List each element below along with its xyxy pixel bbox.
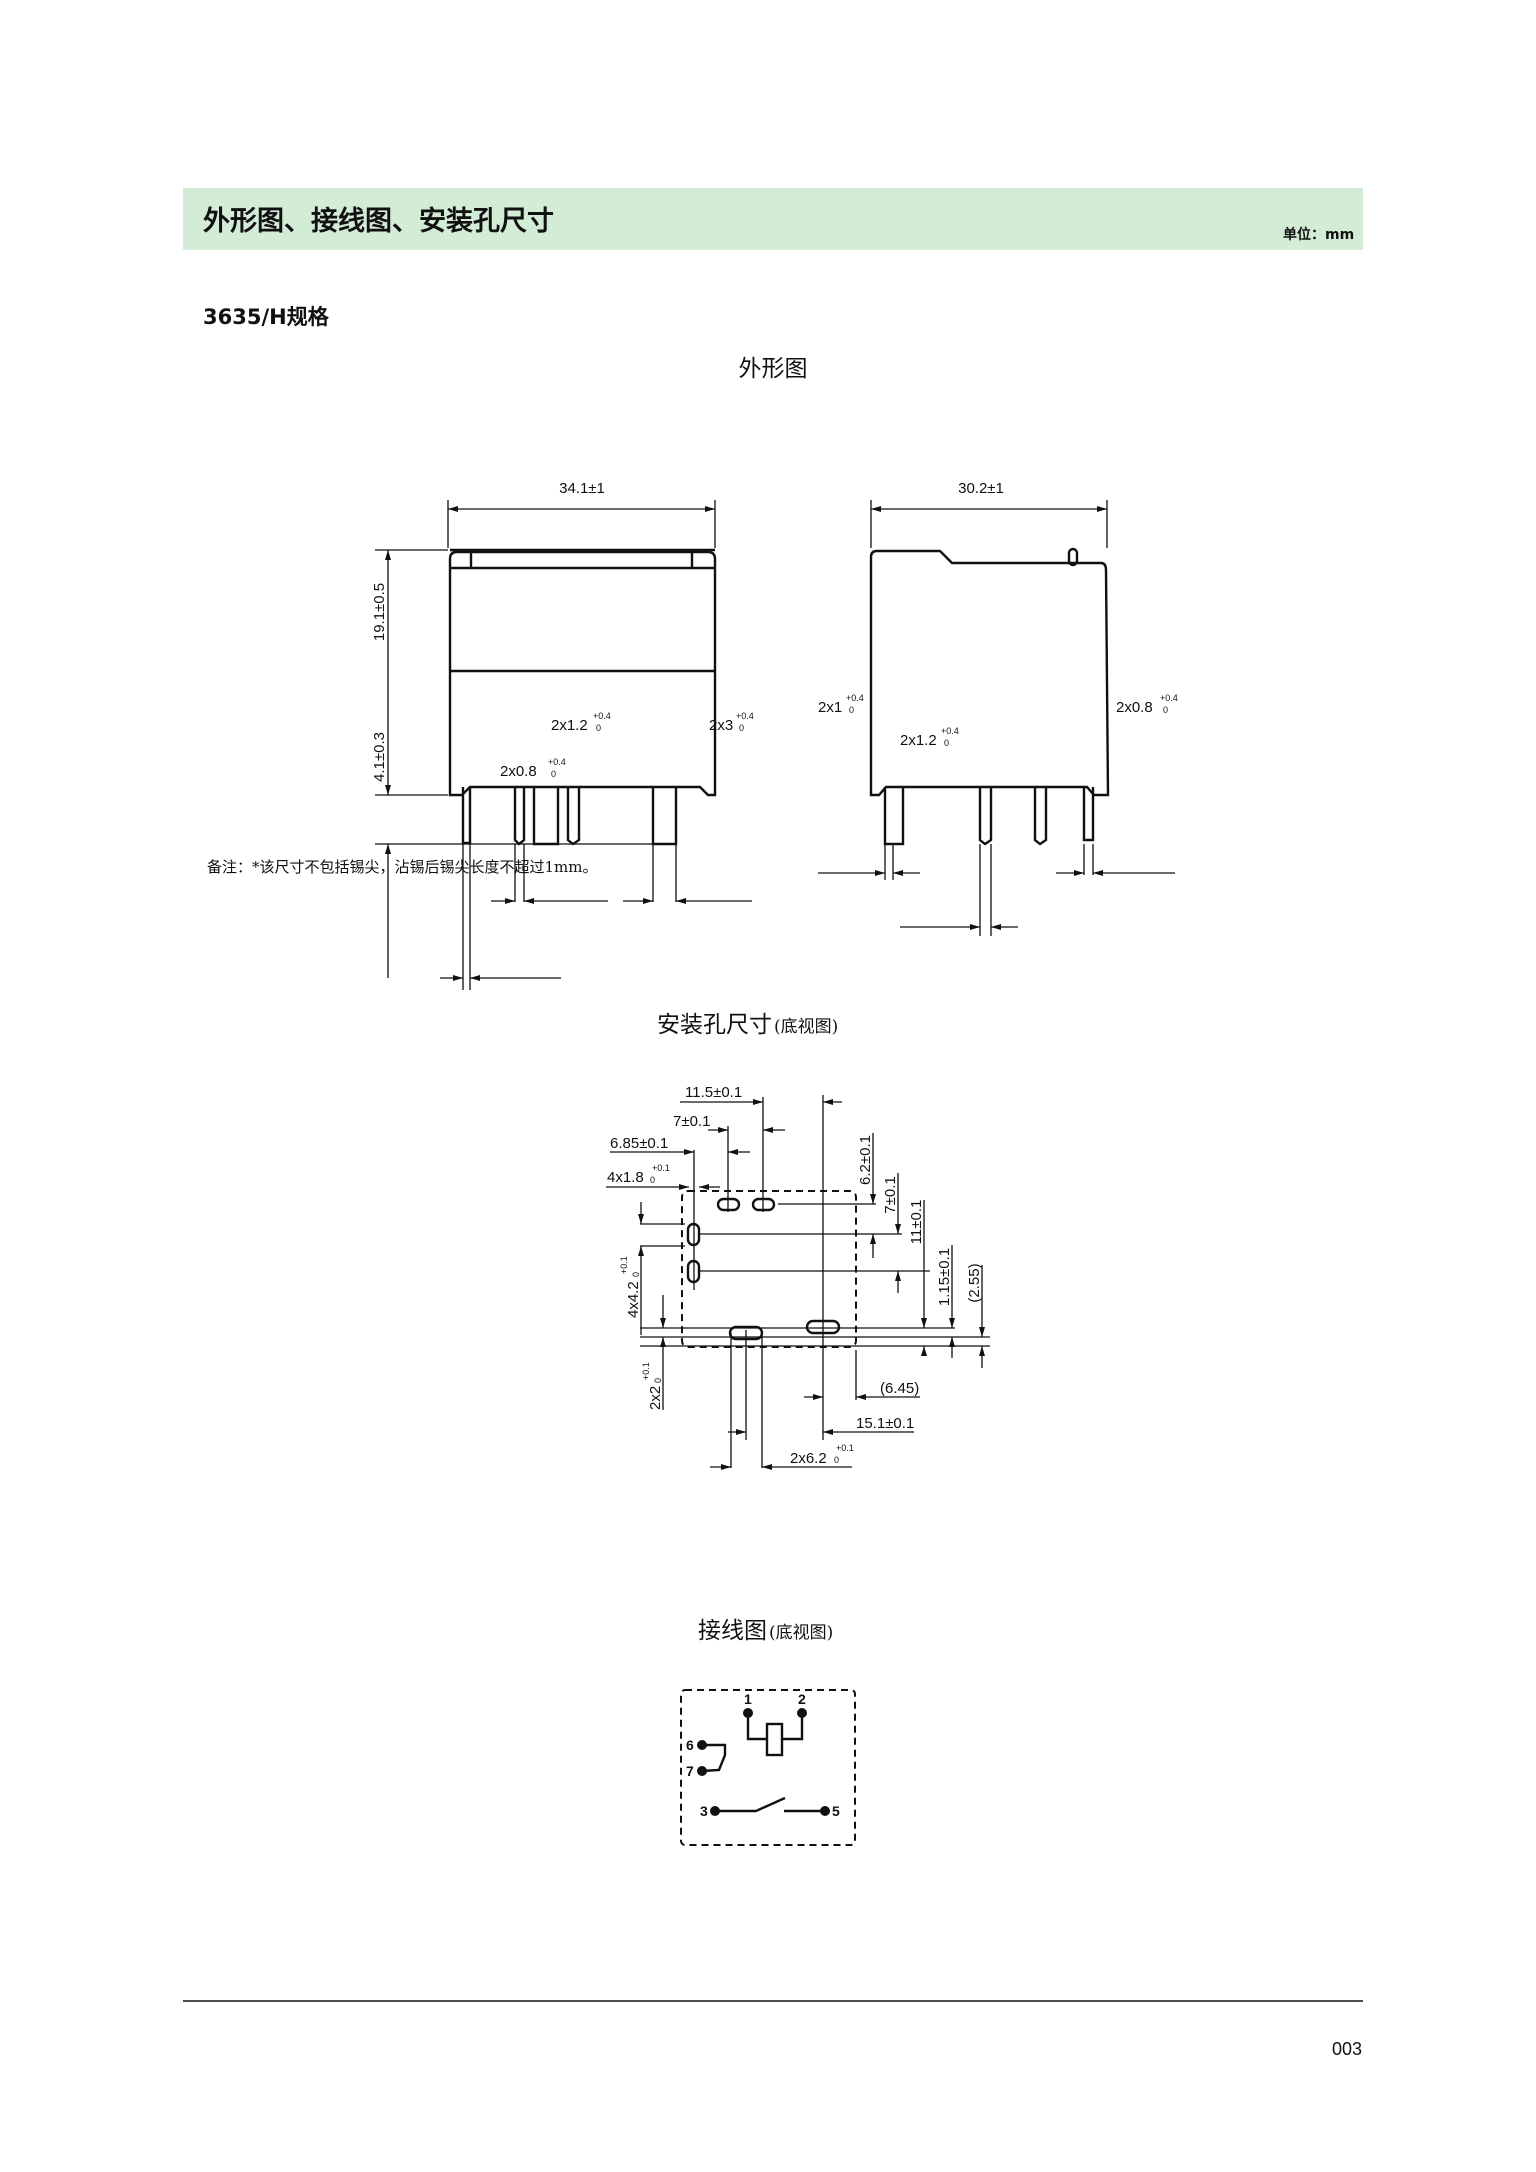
- dim-2-55: (2.55): [966, 1263, 983, 1302]
- tol-up: +0.4: [941, 726, 959, 736]
- tol-up: +0.4: [593, 711, 611, 721]
- tol-low: 0: [650, 1175, 655, 1185]
- tol-up: +0.4: [1160, 693, 1178, 703]
- dim-1-15: 1.15±0.1: [936, 1248, 953, 1306]
- side-pin-c-dim: 2x0.8: [1116, 699, 1153, 716]
- pin-length-dim: 4.1±0.3: [371, 732, 388, 782]
- tol-up: +0.4: [736, 711, 754, 721]
- dim-6-2: 6.2±0.1: [857, 1135, 874, 1185]
- pin-label-6: 6: [686, 1737, 694, 1753]
- tol-low: 0: [1163, 705, 1168, 715]
- dim-11: 11±0.1: [908, 1200, 925, 1245]
- tol-low: 0: [834, 1455, 839, 1465]
- dim-7-horizontal: 7±0.1: [673, 1113, 710, 1130]
- tol-low: 0: [849, 705, 854, 715]
- wiring-title: 接线图: [698, 1618, 767, 1644]
- pin-label-7: 7: [686, 1763, 694, 1779]
- tol-up: +0.1: [641, 1362, 651, 1380]
- note-text: 备注：*该尺寸不包括锡尖，沾锡后锡尖长度不超过1mm。: [207, 858, 598, 876]
- dim-2x2: 2x2: [647, 1386, 664, 1410]
- front-view-drawing: 34.1±1 19.1±0.5 4.1±0.3 2x1.2 +0.4 0 2x3…: [371, 480, 754, 990]
- wiring-diagram: 1 2 6 7 3 5: [680, 1689, 856, 1846]
- page-number: 003: [1332, 2039, 1362, 2059]
- tol-low: 0: [653, 1378, 663, 1383]
- mounting-hole-drawing: 11.5±0.1 7±0.1 6.85±0.1 4x1.8 +0.1 0 6.2…: [606, 1084, 990, 1470]
- side-pin-b-dim: 2x1.2: [900, 732, 937, 749]
- section-header: 外形图、接线图、安装孔尺寸 单位：mm: [183, 188, 1363, 250]
- outline-title: 外形图: [739, 356, 808, 382]
- pin-label-1: 1: [744, 1691, 752, 1707]
- dim-15-1: 15.1±0.1: [856, 1415, 914, 1432]
- section-title: 外形图、接线图、安装孔尺寸: [203, 206, 554, 237]
- side-pin-a-dim: 2x1: [818, 699, 842, 716]
- dim-11-5: 11.5±0.1: [685, 1084, 742, 1101]
- tol-up: +0.1: [652, 1163, 670, 1173]
- dim-6-85: 6.85±0.1: [610, 1135, 668, 1152]
- wiring-subtitle: (底视图): [769, 1623, 833, 1643]
- tol-up: +0.4: [846, 693, 864, 703]
- front-height-dim: 19.1±0.5: [371, 583, 388, 641]
- front-pin-b-dim: 2x3: [709, 717, 733, 734]
- header-band: [183, 188, 1363, 250]
- tol-up: +0.1: [836, 1443, 854, 1453]
- dim-6-45: (6.45): [880, 1380, 919, 1397]
- dim-7-vertical: 7±0.1: [882, 1176, 899, 1213]
- dim-4x1-8: 4x1.8: [607, 1169, 644, 1186]
- dim-4x4-2: 4x4.2: [625, 1281, 642, 1318]
- pin-label-5: 5: [832, 1803, 840, 1819]
- side-view-drawing: 30.2±1 2x1 +0.4 0 2x1.2 +0.4 0 2x0.8 +0.…: [818, 480, 1178, 936]
- coil-icon: [765, 1722, 784, 1757]
- tol-low: 0: [631, 1272, 641, 1277]
- tol-low: 0: [739, 723, 744, 733]
- tol-low: 0: [551, 769, 556, 779]
- dim-2x6-2: 2x6.2: [790, 1450, 827, 1467]
- mounting-subtitle: (底视图): [774, 1017, 838, 1037]
- tol-up: +0.4: [548, 757, 566, 767]
- spec-title: 3635/H规格: [203, 305, 330, 329]
- front-pin-c-dim: 2x0.8: [500, 763, 537, 780]
- mounting-title: 安装孔尺寸: [657, 1012, 772, 1038]
- unit-label: 单位：mm: [1283, 226, 1354, 243]
- front-width-dim: 34.1±1: [559, 480, 605, 497]
- side-width-dim: 30.2±1: [958, 480, 1004, 497]
- tol-up: +0.1: [619, 1256, 629, 1274]
- pin-label-3: 3: [700, 1803, 708, 1819]
- pin-label-2: 2: [798, 1691, 806, 1707]
- tol-low: 0: [596, 723, 601, 733]
- tol-low: 0: [944, 738, 949, 748]
- front-pin-a-dim: 2x1.2: [551, 717, 588, 734]
